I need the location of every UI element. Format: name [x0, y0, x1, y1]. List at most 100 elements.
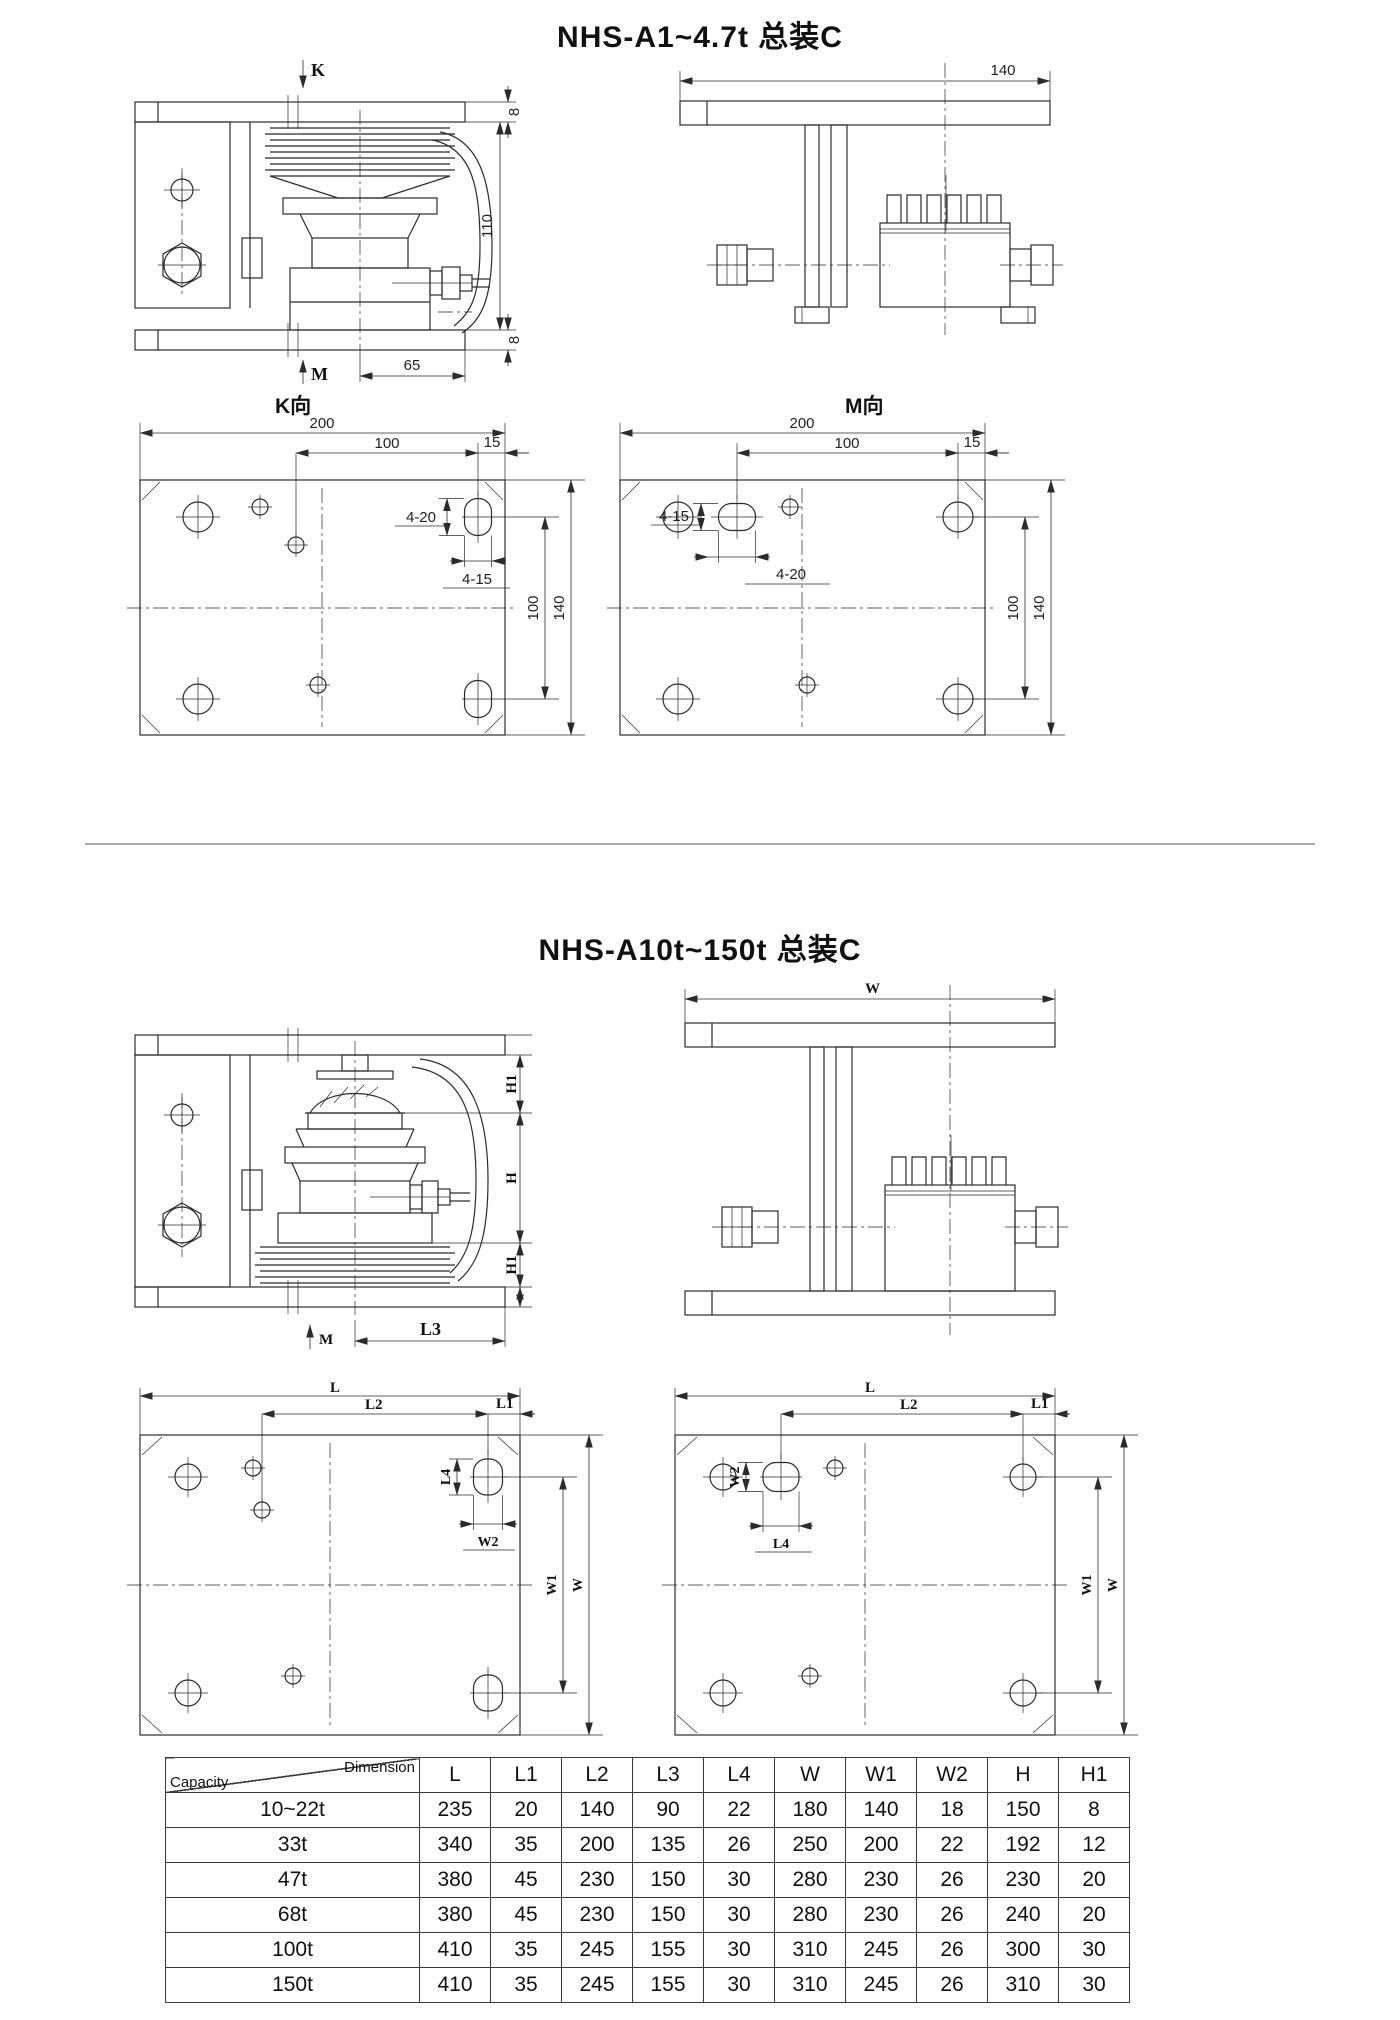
svg-text:L1: L1 — [1031, 1396, 1049, 1412]
svg-text:15: 15 — [964, 434, 981, 451]
svg-text:100: 100 — [525, 595, 542, 620]
dim-top-8: 8 — [465, 86, 523, 138]
dim-100: 100 — [736, 435, 959, 499]
table-cell: 155 — [632, 1967, 704, 2003]
top-plate — [684, 1022, 1056, 1048]
table-cell: 35 — [490, 1932, 562, 1968]
table-cell: 90 — [632, 1792, 704, 1828]
capacity-cell: 33t — [165, 1827, 420, 1863]
dim-v100: 100 — [493, 516, 559, 700]
col-header: L3 — [632, 1757, 704, 1793]
table-cell: 280 — [774, 1897, 846, 1933]
table-cell: 26 — [703, 1827, 775, 1863]
view-arrow-k: K — [299, 60, 325, 89]
table-cell: 200 — [845, 1827, 917, 1863]
svg-text:100: 100 — [834, 435, 859, 452]
dim-v140: 140 — [985, 479, 1065, 736]
plate — [127, 479, 517, 736]
slot-callout-vertical: 4-15 — [651, 502, 718, 532]
svg-text:200: 200 — [309, 415, 334, 432]
view-arrow-m: M — [306, 1324, 333, 1349]
slot-callout-l4: L4 — [439, 1458, 473, 1496]
dim-l1: L1 — [488, 1396, 535, 1418]
slot-callout-vertical: 4-20 — [395, 497, 464, 537]
plate — [607, 479, 997, 736]
svg-text:M: M — [319, 1332, 333, 1348]
table-cell: 250 — [774, 1827, 846, 1863]
table-cell: 245 — [561, 1932, 633, 1968]
slot-callout-w2: W2 — [459, 1495, 517, 1551]
dim-w1: W1 — [1036, 1476, 1112, 1694]
page-title-top: NHS-A1~4.7t 总装C — [557, 21, 843, 54]
svg-text:L4: L4 — [439, 1469, 454, 1485]
corner-holes — [176, 491, 494, 725]
table-cell: 20 — [1058, 1897, 1130, 1933]
table-cell: 26 — [916, 1967, 988, 2003]
svg-text:W: W — [865, 981, 880, 997]
col-header: H — [987, 1757, 1059, 1793]
view-arrow-m: M — [299, 359, 328, 384]
table-cell: 30 — [703, 1862, 775, 1898]
svg-text:H: H — [504, 1172, 520, 1184]
table-row: 100t 410 35 245 155 30 310 245 26 300 30 — [165, 1932, 1130, 1968]
col-header: W — [774, 1757, 846, 1793]
a-side-view-drawing: K — [134, 60, 523, 384]
slot-callout-horizontal: 4-15 — [443, 535, 510, 589]
table-cell: 200 — [561, 1827, 633, 1863]
svg-text:L3: L3 — [420, 1319, 441, 1339]
table-cell: 30 — [1058, 1967, 1130, 2003]
table-cell: 240 — [987, 1897, 1059, 1933]
col-header: W1 — [845, 1757, 917, 1793]
hanger-columns — [809, 1046, 853, 1292]
svg-text:W2: W2 — [478, 1535, 499, 1550]
table-cell: 192 — [987, 1827, 1059, 1863]
table-cell: 30 — [703, 1932, 775, 1968]
table-row: 47t 380 45 230 150 30 280 230 26 230 20 — [165, 1862, 1130, 1898]
b-end-view-drawing: W — [684, 981, 1068, 1335]
view-label-k: K向 — [275, 394, 311, 418]
dim-v140: 140 — [505, 479, 585, 736]
dim-w: W — [520, 1434, 603, 1736]
plate — [127, 1434, 535, 1736]
dim-h1-top: H1 — [405, 1034, 532, 1114]
table-cell: 280 — [774, 1862, 846, 1898]
table-row: 68t 380 45 230 150 30 280 230 26 240 20 — [165, 1897, 1130, 1933]
svg-text:W1: W1 — [1080, 1575, 1095, 1596]
table-cell: 140 — [561, 1792, 633, 1828]
svg-text:K: K — [311, 60, 325, 80]
dim-200: 200 — [619, 415, 986, 480]
capacity-cell: 68t — [165, 1897, 420, 1933]
dim-200: 200 — [139, 415, 506, 480]
corner-header-capacity: Capacity — [170, 1774, 229, 1791]
rocker-cap — [305, 1054, 405, 1130]
table-cell: 140 — [845, 1792, 917, 1828]
left-column — [134, 121, 263, 309]
svg-text:8: 8 — [506, 108, 523, 116]
svg-text:4-15: 4-15 — [462, 571, 492, 588]
cable-connector — [392, 266, 490, 300]
slot-callout-horizontal: 4-20 — [694, 530, 830, 585]
svg-text:W: W — [571, 1578, 586, 1592]
bottom-plate — [684, 1290, 1056, 1316]
table-cell: 230 — [561, 1862, 633, 1898]
table-cell: 12 — [1058, 1827, 1130, 1863]
table-row: 150t 410 35 245 155 30 310 245 26 310 30 — [165, 1967, 1130, 2003]
svg-text:100: 100 — [1005, 595, 1022, 620]
table-cell: 310 — [774, 1932, 846, 1968]
table-cell: 245 — [845, 1967, 917, 2003]
table-cell: 30 — [703, 1897, 775, 1933]
view-label-m: M向 — [845, 394, 884, 418]
table-cell: 35 — [490, 1827, 562, 1863]
col-header: W2 — [916, 1757, 988, 1793]
table-cell: 20 — [1058, 1862, 1130, 1898]
svg-text:L2: L2 — [900, 1397, 918, 1413]
svg-text:4-20: 4-20 — [406, 509, 436, 526]
svg-text:L2: L2 — [365, 1397, 383, 1413]
dim-110: 110 — [479, 121, 504, 331]
svg-text:100: 100 — [374, 435, 399, 452]
col-header: L — [419, 1757, 491, 1793]
svg-text:M: M — [311, 364, 328, 384]
bottom-flange — [134, 1280, 506, 1314]
table-cell: 230 — [561, 1897, 633, 1933]
